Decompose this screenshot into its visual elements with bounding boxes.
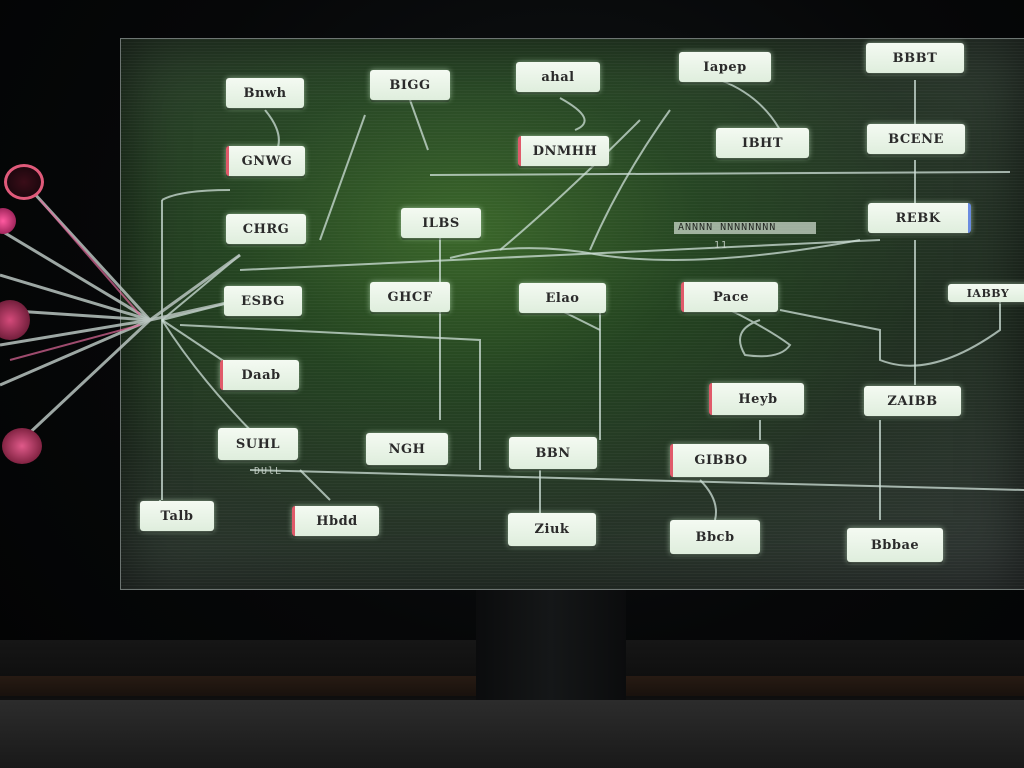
diagram-node[interactable]: Iapep [679,52,771,82]
diagram-node[interactable]: BBN [509,437,597,469]
plug-icon [2,428,42,464]
diagram-node[interactable]: Ziuk [508,513,596,546]
diagram-node[interactable]: CHRG [226,214,306,244]
diagram-node[interactable]: IABBY [948,284,1024,302]
diagram-node[interactable]: Bbcb [670,520,760,554]
diagram-node[interactable]: ESBG [224,286,302,316]
diagram-node[interactable]: Hbdd [292,506,379,536]
diagram-node[interactable]: BBBT [866,43,964,73]
diagram-node[interactable]: ahal [516,62,600,92]
diagram-node[interactable]: BCENE [867,124,965,154]
plug-icon [0,208,16,234]
diagram-node[interactable]: Heyb [709,383,804,415]
diagram-caption: 11 [714,240,729,251]
diagram-node[interactable]: REBK [868,203,971,233]
diagram-node[interactable]: ZAIBB [864,386,961,416]
diagram-node[interactable]: GIBBO [670,444,769,477]
diagram-node[interactable]: NGH [366,433,448,465]
diagram-node[interactable]: BIGG [370,70,450,100]
diagram-node[interactable]: Bnwh [226,78,304,108]
monitor-stand [476,568,626,700]
diagram-node[interactable]: IBHT [716,128,809,158]
diagram-caption: ANNNN NNNNNNNN [674,222,816,234]
diagram-node[interactable]: Talb [140,501,214,531]
diagram-caption: DUlL [254,466,283,477]
diagram-node[interactable]: Elao [519,283,606,313]
diagram-node[interactable]: Pace [681,282,778,312]
diagram-node[interactable]: GNWG [226,146,305,176]
diagram-node[interactable]: SUHL [218,428,298,460]
diagram-node[interactable]: GHCF [370,282,450,312]
diagram-node[interactable]: DNMHH [518,136,609,166]
diagram-node[interactable]: Bbbae [847,528,943,562]
diagram-node[interactable]: ILBS [401,208,481,238]
desk-front [0,700,1024,768]
diagram-node[interactable]: Daab [220,360,299,390]
plug-icon [4,164,44,200]
